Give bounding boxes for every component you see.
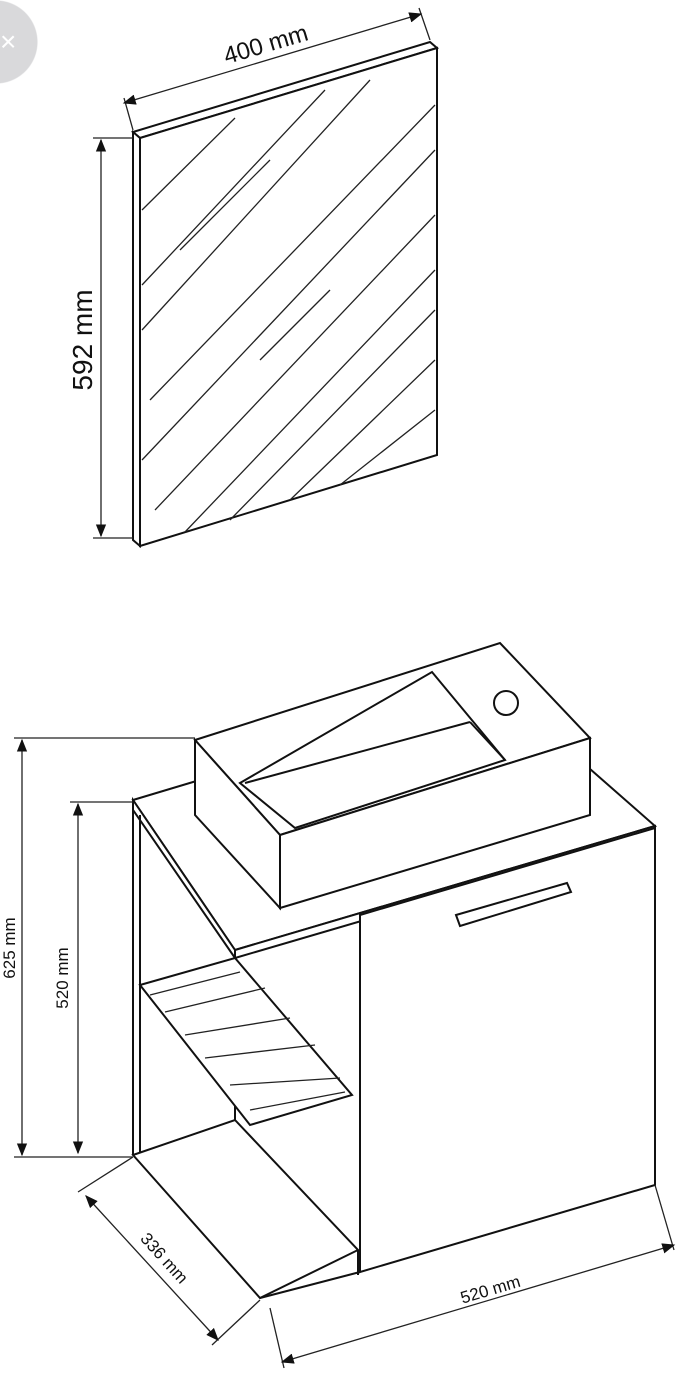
cabinet-drawing: 625 mm 520 mm 336 mm 520 mm: [0, 641, 676, 1369]
tap-hole: [493, 690, 519, 716]
width-dimension: [280, 1243, 676, 1364]
depth-label: 336 mm: [136, 1229, 191, 1287]
cabinet-height-label: 520 mm: [53, 947, 72, 1008]
depth-dimension: [85, 1195, 219, 1341]
mirror-height-label: 592 mm: [67, 289, 98, 390]
mirror-width-label: 400 mm: [220, 20, 311, 71]
basin-side: [194, 737, 281, 911]
width-label: 520 mm: [458, 1272, 522, 1308]
glass-shelf: [138, 956, 354, 1127]
close-icon: ×: [0, 26, 17, 57]
mirror-width-dimension: [122, 12, 423, 105]
mirror-side-edge: [132, 129, 141, 549]
glass-shelf-lines: [149, 971, 346, 1111]
close-button[interactable]: ×: [0, 0, 38, 88]
mirror-reflection-lines: [141, 79, 436, 533]
mirror-drawing: 400 mm 592 mm: [67, 7, 440, 549]
door-handle: [454, 881, 573, 928]
total-height-label: 625 mm: [0, 917, 19, 978]
